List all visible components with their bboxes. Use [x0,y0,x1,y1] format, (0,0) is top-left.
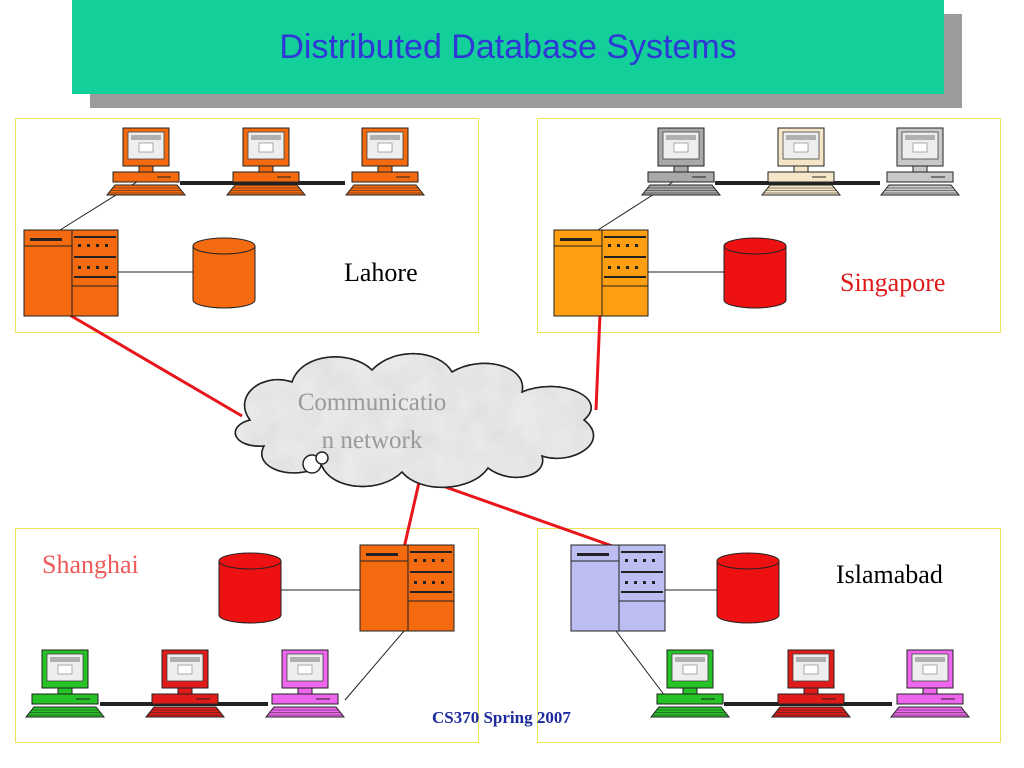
workstation-icon-shanghai-2 [144,649,226,718]
database-icon-lahore [192,237,256,309]
site-label-shanghai: Shanghai [42,550,139,579]
workstation-icon-islamabad-2 [770,649,852,718]
server-icon-lahore [23,229,119,317]
workstation-icon-lahore-1 [105,127,187,196]
server-lan-link-islamabad [615,630,669,701]
workstation-icon-singapore-1 [640,127,722,196]
workstation-icon-lahore-2 [225,127,307,196]
wan-links [67,312,619,550]
site-label-singapore: Singapore [840,268,946,297]
site-label-islamabad: Islamabad [836,560,943,589]
server-icon-singapore [553,229,649,317]
link-islamabad [419,476,619,550]
database-icon-islamabad [716,552,780,624]
cloud-bubble-small [315,451,329,465]
footer-text: CS370 Spring 2007 [432,708,571,727]
database-icon-singapore [723,237,787,309]
sites-layer [23,127,971,718]
workstation-icon-islamabad-3 [889,649,971,718]
workstation-icon-shanghai-1 [24,649,106,718]
workstation-icon-singapore-3 [879,127,961,196]
site-label-lahore: Lahore [344,258,418,287]
server-lan-link-shanghai [344,630,405,701]
database-icon-shanghai [218,552,282,624]
link-lahore [67,312,243,418]
slide-title: Distributed Database Systems [279,27,737,66]
network-label: Communicatio n network [282,384,462,460]
link-singapore [594,313,602,411]
communication-network-cloud [234,352,595,489]
network-label-line1: Communicatio [297,389,447,416]
network-label-line2: n network [321,427,423,454]
workstation-icon-lahore-3 [344,127,426,196]
server-icon-shanghai [359,544,455,632]
link-shanghai [402,477,422,549]
server-icon-islamabad [570,544,666,632]
title-bar: Distributed Database Systems [72,0,944,94]
workstation-icon-shanghai-3 [264,649,346,718]
workstation-icon-islamabad-1 [649,649,731,718]
workstation-icon-singapore-2 [760,127,842,196]
